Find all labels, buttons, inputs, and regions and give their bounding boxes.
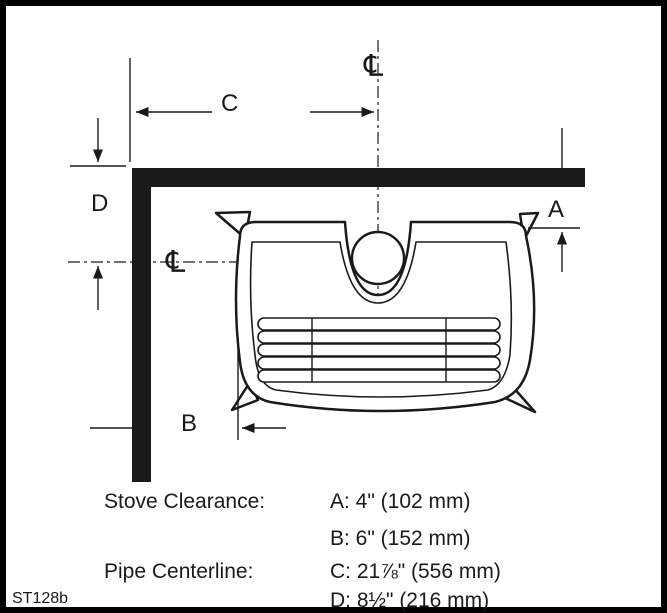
centerline-d-value: D: 8½" (216 mm)	[330, 589, 490, 612]
stove-clearance-label: Stove Clearance:	[104, 490, 266, 513]
top-wall	[132, 168, 585, 187]
stove-outline	[214, 210, 540, 414]
left-wall	[132, 168, 151, 482]
centerline-symbol-horizontal: ℄	[166, 246, 186, 279]
pipe-centerline-label: Pipe Centerline:	[104, 560, 254, 583]
centerline-symbol-vertical: ℄	[364, 50, 384, 83]
figure-code: ST128b	[12, 590, 69, 607]
label-c: C	[221, 90, 239, 117]
label-b: B	[181, 410, 198, 437]
label-d: D	[91, 190, 109, 217]
clearance-a-value: A: 4" (102 mm)	[330, 490, 471, 513]
clearance-b-value: B: 6" (152 mm)	[330, 527, 471, 550]
centerline-c-value: C: 21⅞" (556 mm)	[330, 560, 501, 583]
label-a: A	[548, 196, 565, 223]
